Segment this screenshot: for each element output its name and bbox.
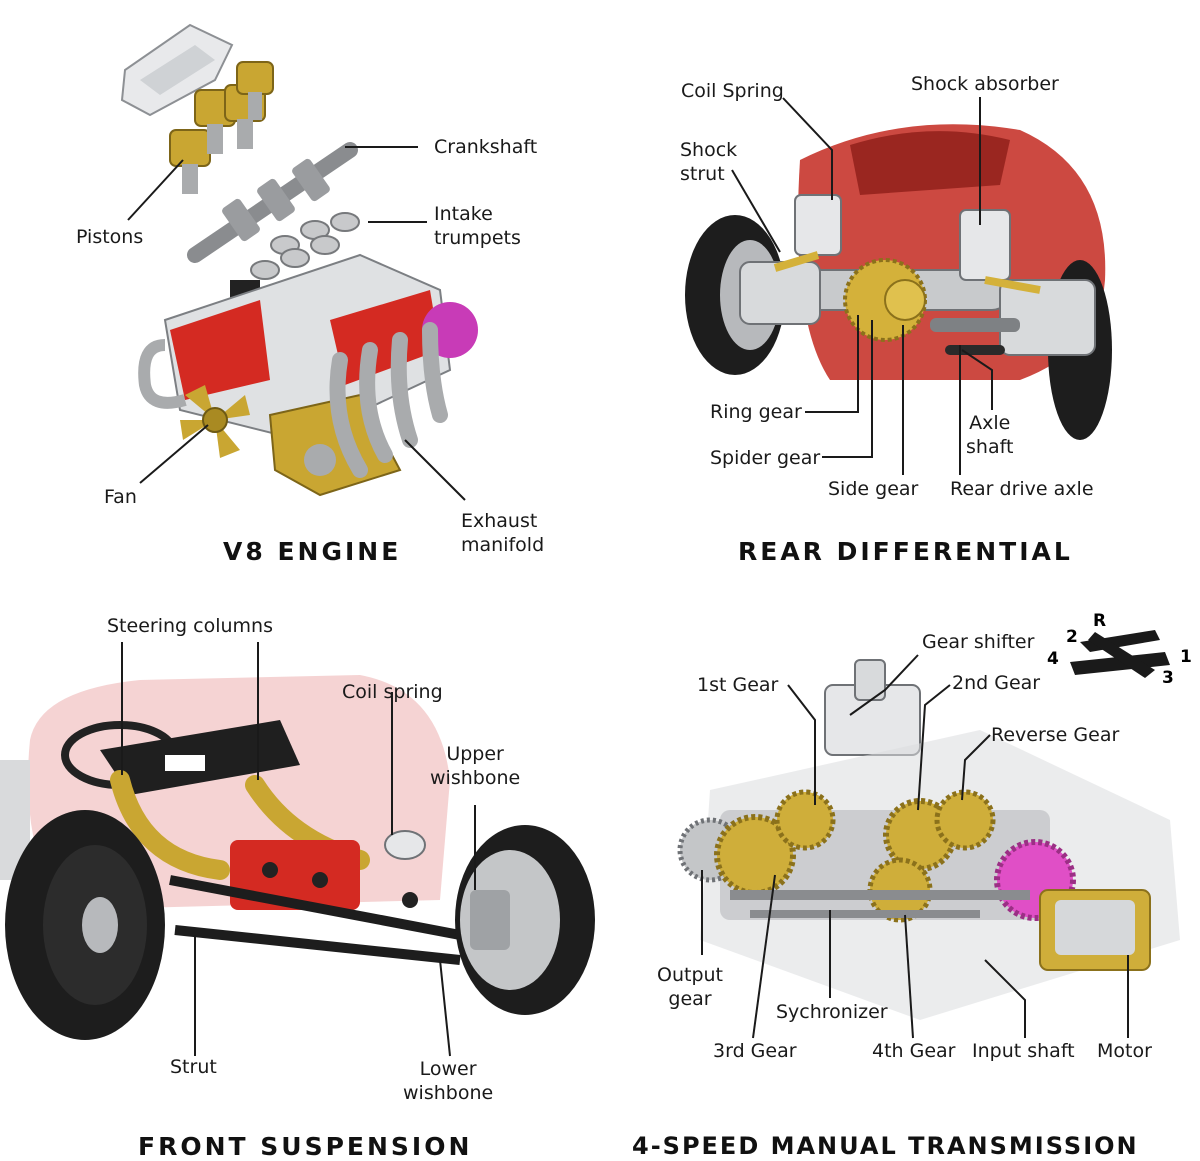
shift-label-1: 1 [1180, 647, 1192, 667]
shift-label-r: R [1093, 611, 1106, 631]
label-shock-absorber: Shock absorber [911, 73, 1059, 95]
ring-gear [843, 258, 927, 342]
front-suspension-panel: Steering columns Coil spring Upper wishb… [0, 580, 600, 1161]
transmission-illustration: R 2 1 4 3 [677, 611, 1192, 1020]
shock-absorbers [773, 194, 1041, 294]
shift-pattern-diagram: R 2 1 4 3 [1047, 611, 1192, 688]
title-front-suspension: FRONT SUSPENSION [138, 1132, 473, 1161]
suspension-leader-lines [121, 642, 476, 1057]
title-v8-engine: V8 ENGINE [223, 537, 402, 566]
label-exhaust-manifold: Exhaust manifold [461, 510, 545, 556]
label-ring-gear: Ring gear [710, 401, 802, 423]
label-upper-wishbone: Upper wishbone [430, 743, 521, 789]
label-coil-spring-rear: Coil Spring [681, 80, 784, 102]
shafts [730, 890, 1030, 918]
label-reverse-gear: Reverse Gear [991, 724, 1120, 746]
pistons [169, 61, 274, 194]
crankshaft [187, 142, 358, 263]
label-first-gear: 1st Gear [697, 674, 779, 696]
rear-differential-illustration [685, 124, 1112, 440]
engine-leader-lines [127, 146, 466, 501]
label-third-gear: 3rd Gear [713, 1040, 797, 1062]
label-strut: Strut [170, 1056, 217, 1078]
label-synchronizer: Sychronizer [776, 1001, 888, 1023]
label-intake-trumpets: Intake trumpets [434, 203, 521, 249]
fan [180, 385, 250, 458]
label-coil-spring-front: Coil spring [342, 681, 443, 703]
label-side-gear: Side gear [828, 478, 919, 500]
suspension-linkage [169, 830, 461, 965]
transmission-panel: R 2 1 4 3 [600, 580, 1200, 1160]
differential-leader-lines [731, 97, 993, 475]
transmission-leader-lines [701, 654, 1129, 1039]
front-suspension-illustration [0, 675, 595, 1040]
label-crankshaft: Crankshaft [434, 136, 538, 158]
label-motor: Motor [1097, 1040, 1152, 1062]
shift-label-4: 4 [1047, 649, 1059, 669]
exhaust-manifold [329, 322, 448, 478]
radiator-hose [138, 339, 187, 409]
label-fourth-gear: 4th Gear [872, 1040, 956, 1062]
label-lower-wishbone: Lower wishbone [403, 1058, 494, 1104]
left-front-wheel [5, 810, 165, 1040]
label-rear-drive-axle: Rear drive axle [950, 478, 1094, 500]
label-input-shaft: Input shaft [972, 1040, 1075, 1062]
motor [1039, 889, 1151, 971]
shift-label-3: 3 [1162, 668, 1174, 688]
label-second-gear: 2nd Gear [952, 672, 1041, 694]
title-transmission: 4-SPEED MANUAL TRANSMISSION [632, 1132, 1139, 1160]
label-gear-shifter: Gear shifter [922, 631, 1035, 653]
label-shock-strut: Shock strut [680, 139, 738, 185]
label-steering-columns: Steering columns [107, 615, 273, 637]
label-output-gear: Output gear [657, 964, 723, 1010]
v8-engine-panel: Pistons Crankshaft Intake trumpets Fan E… [0, 0, 600, 580]
label-axle-shaft: Axle shaft [966, 412, 1014, 458]
shift-label-2: 2 [1066, 627, 1078, 647]
label-fan: Fan [104, 486, 137, 508]
title-rear-differential: REAR DIFFERENTIAL [738, 537, 1073, 566]
right-front-wheel [455, 825, 595, 1015]
rear-differential-panel: Coil Spring Shock absorber Shock strut R… [600, 0, 1200, 580]
v8-engine-illustration [120, 23, 478, 497]
label-spider-gear: Spider gear [710, 447, 821, 469]
engine-top-cover [120, 23, 234, 117]
label-pistons: Pistons [76, 226, 144, 248]
